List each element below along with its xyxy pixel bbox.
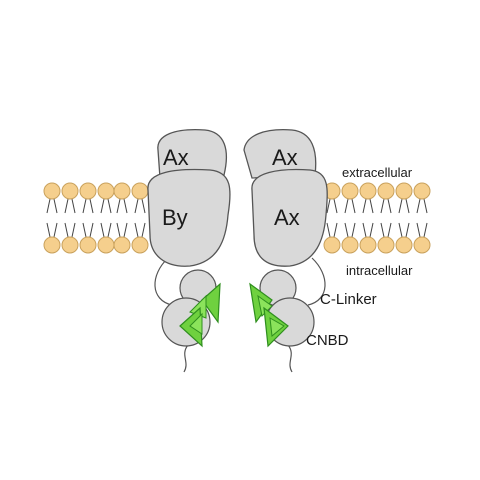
lipid-head: [377, 236, 395, 254]
lipid-tail: [141, 222, 146, 238]
lipid-head: [359, 236, 377, 254]
lipid-head: [413, 182, 431, 200]
lipid-head: [97, 182, 115, 200]
lipid-head: [341, 182, 359, 200]
lipid-tail: [369, 198, 374, 214]
lipid-tail: [100, 198, 105, 214]
lipid-tail: [116, 198, 121, 214]
lipid-head: [359, 182, 377, 200]
lipid-tail: [344, 222, 349, 238]
lipid-head: [61, 182, 79, 200]
lipid-tail: [398, 222, 403, 238]
lipid-head: [61, 236, 79, 254]
lipid-tail: [333, 198, 338, 214]
lipid-tail: [134, 198, 139, 214]
lipid-tail: [107, 222, 112, 238]
lipid-tail: [333, 222, 338, 238]
lipid-head: [113, 182, 131, 200]
ligand-triangle-icon: [189, 312, 203, 335]
lipid-tail: [405, 222, 410, 238]
left-subunit: Ax By: [147, 129, 231, 373]
lipid-tail: [344, 198, 349, 214]
left-c-terminal-line: [183, 344, 189, 373]
right-ax-front-domain: [251, 168, 328, 267]
lipid-tail: [326, 222, 331, 238]
left-linker-line: [154, 257, 173, 306]
lipid-tail: [362, 222, 367, 238]
lipid-head: [377, 182, 395, 200]
lipid-head: [341, 236, 359, 254]
right-ax-back-label: Ax: [272, 145, 298, 170]
c-linker-label: C-Linker: [320, 291, 377, 308]
lipid-tail: [123, 222, 128, 238]
lipid-tail: [89, 198, 94, 214]
lipid-head: [131, 236, 149, 254]
lipid-tail: [134, 222, 139, 238]
lipid-head: [395, 182, 413, 200]
lipid-tail: [46, 222, 51, 238]
lipid-tail: [53, 222, 58, 238]
lipid-bilayer-right: [323, 182, 431, 254]
lipid-head: [79, 236, 97, 254]
lipid-tail: [387, 222, 392, 238]
lipid-tail: [46, 198, 51, 214]
lipid-tail: [82, 198, 87, 214]
cnbd-label: CNBD: [306, 332, 349, 349]
right-ax-back-domain: [243, 129, 317, 179]
lipid-tail: [100, 222, 105, 238]
lipid-tail: [405, 198, 410, 214]
right-linker-line: [307, 257, 326, 306]
lipid-head: [113, 236, 131, 254]
lipid-head: [97, 236, 115, 254]
lipid-tail: [351, 222, 356, 238]
lipid-head: [43, 236, 61, 254]
ligand-triangle-icon: [201, 282, 221, 324]
lipid-head: [413, 236, 431, 254]
lipid-tail: [423, 222, 428, 238]
lipid-tail: [351, 198, 356, 214]
lipid-tail: [326, 198, 331, 214]
lipid-tail: [387, 198, 392, 214]
left-ax-domain: [157, 129, 227, 179]
lipid-tail: [416, 222, 421, 238]
right-ax-front-label: Ax: [274, 205, 300, 230]
left-ax-label: Ax: [163, 145, 189, 170]
lipid-tail: [380, 198, 385, 214]
lipid-tail: [89, 222, 94, 238]
ligand-triangle-icon: [269, 317, 285, 337]
lipid-tail: [71, 198, 76, 214]
lipid-tail: [64, 222, 69, 238]
lipid-tail: [423, 198, 428, 214]
lipid-tail: [64, 198, 69, 214]
lipid-bilayer-left: [43, 182, 149, 254]
lipid-tail: [82, 222, 87, 238]
lipid-head: [43, 182, 61, 200]
lipid-head: [79, 182, 97, 200]
lipid-tail: [398, 198, 403, 214]
lipid-head: [323, 236, 341, 254]
lipid-tail: [116, 222, 121, 238]
lipid-head: [131, 182, 149, 200]
left-by-domain: [147, 168, 231, 267]
lipid-tail: [380, 222, 385, 238]
lipid-tail: [362, 198, 367, 214]
left-by-label: By: [162, 205, 188, 230]
lipid-tail: [141, 198, 146, 214]
lipid-tail: [53, 198, 58, 214]
right-c-terminal-line: [287, 344, 293, 373]
extracellular-label: extracellular: [342, 165, 413, 180]
right-subunit: Ax Ax: [243, 129, 328, 373]
lipid-head: [395, 236, 413, 254]
lipid-tail: [416, 198, 421, 214]
lipid-tail: [123, 198, 128, 214]
intracellular-label: intracellular: [346, 263, 413, 278]
lipid-tail: [71, 222, 76, 238]
lipid-tail: [107, 198, 112, 214]
lipid-tail: [369, 222, 374, 238]
